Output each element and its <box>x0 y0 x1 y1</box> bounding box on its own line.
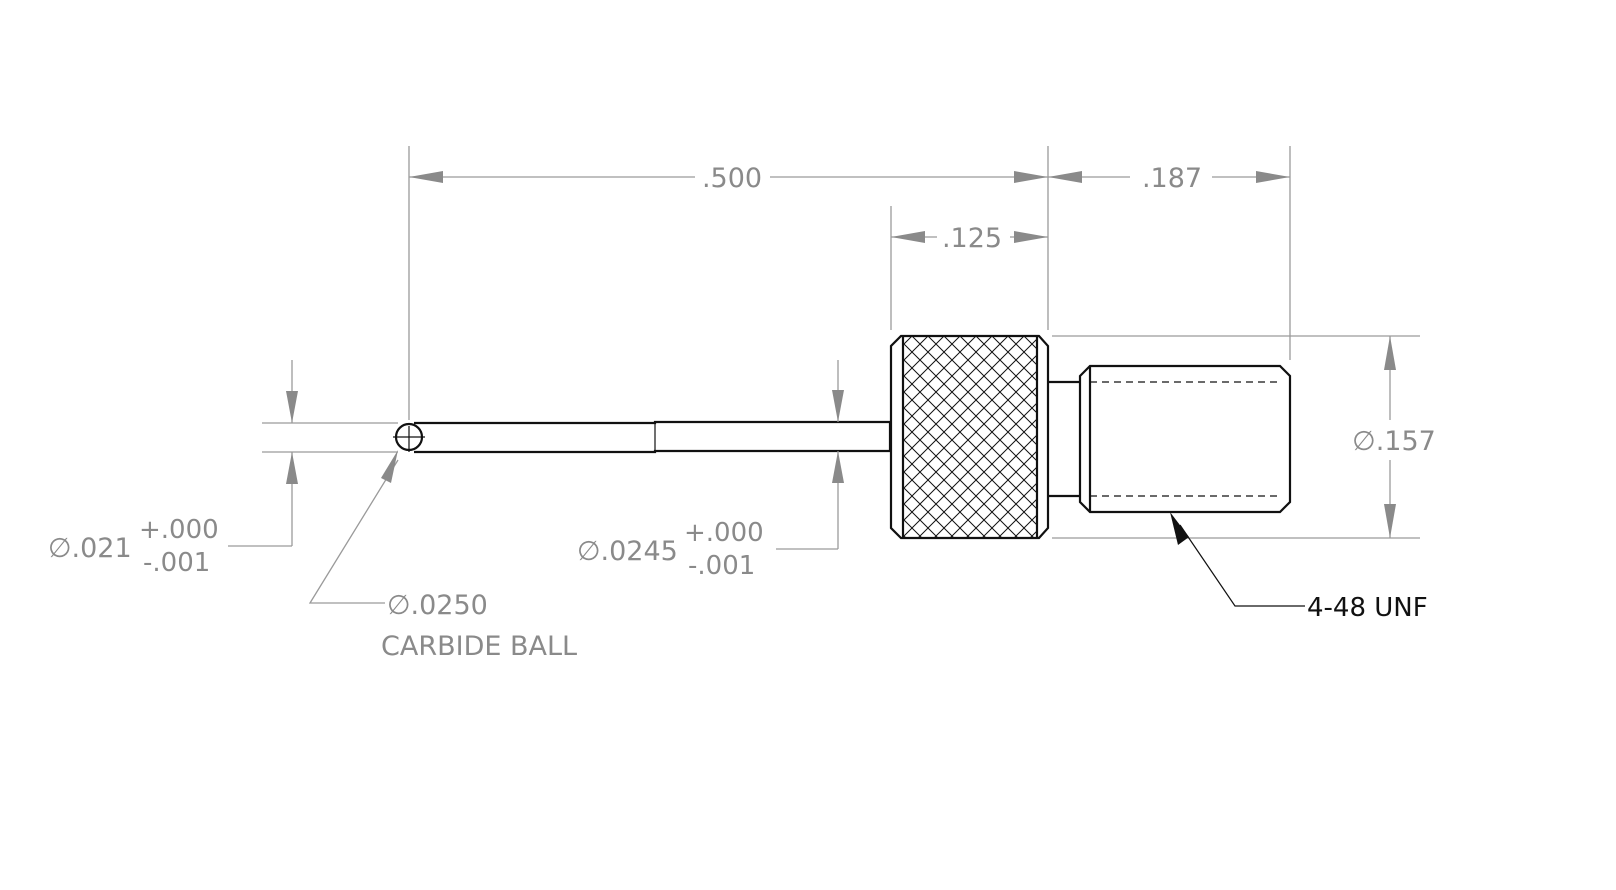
arrowhead <box>832 451 844 483</box>
stylus-part <box>393 334 1292 540</box>
arrowhead <box>1014 231 1048 243</box>
arrowhead <box>832 390 844 422</box>
arrowhead <box>286 452 298 484</box>
arrowhead <box>381 450 398 483</box>
knurled-collar <box>889 334 1050 540</box>
stylus-stem <box>414 420 892 454</box>
thread-leader-line <box>1179 524 1305 607</box>
stem-diameter-upper: +.000 <box>684 518 764 548</box>
arrowhead <box>891 231 925 243</box>
arrowhead <box>286 391 298 423</box>
tip-diameter-upper: +.000 <box>139 515 219 545</box>
dim-knurl-length: .125 <box>942 223 1002 254</box>
arrowhead <box>1384 504 1396 538</box>
stem-diameter-nominal: ∅.0245 <box>577 536 678 567</box>
ball-leader-line <box>308 459 399 604</box>
arrowhead <box>1256 171 1290 183</box>
dimension-lines: .500 .187 .125 ∅.157 ∅.021 +.000 -.001 <box>48 146 1436 581</box>
stem-diameter-lower: -.001 <box>688 551 755 581</box>
threaded-shank <box>1078 364 1292 514</box>
tip-diameter-nominal: ∅.021 <box>48 533 132 564</box>
ball-material-label: CARBIDE BALL <box>381 631 577 662</box>
arrowhead <box>1384 336 1396 370</box>
arrowhead <box>1048 171 1082 183</box>
arrowhead <box>409 171 443 183</box>
dim-thread-length: .187 <box>1142 163 1202 194</box>
dim-thread-diameter: ∅.157 <box>1352 426 1436 457</box>
thread-spec-label: 4-48 UNF <box>1307 593 1428 623</box>
tip-diameter-lower: -.001 <box>143 548 210 578</box>
dim-overall-length: .500 <box>702 163 762 194</box>
thread-neck <box>1048 380 1080 498</box>
ball-size-label: ∅.0250 <box>387 590 488 621</box>
callouts: ∅.0250 CARBIDE BALL 4-48 UNF <box>308 450 1428 662</box>
arrowhead <box>1014 171 1048 183</box>
arrowhead <box>1170 512 1189 545</box>
knurled-collar-fill <box>903 336 1037 537</box>
